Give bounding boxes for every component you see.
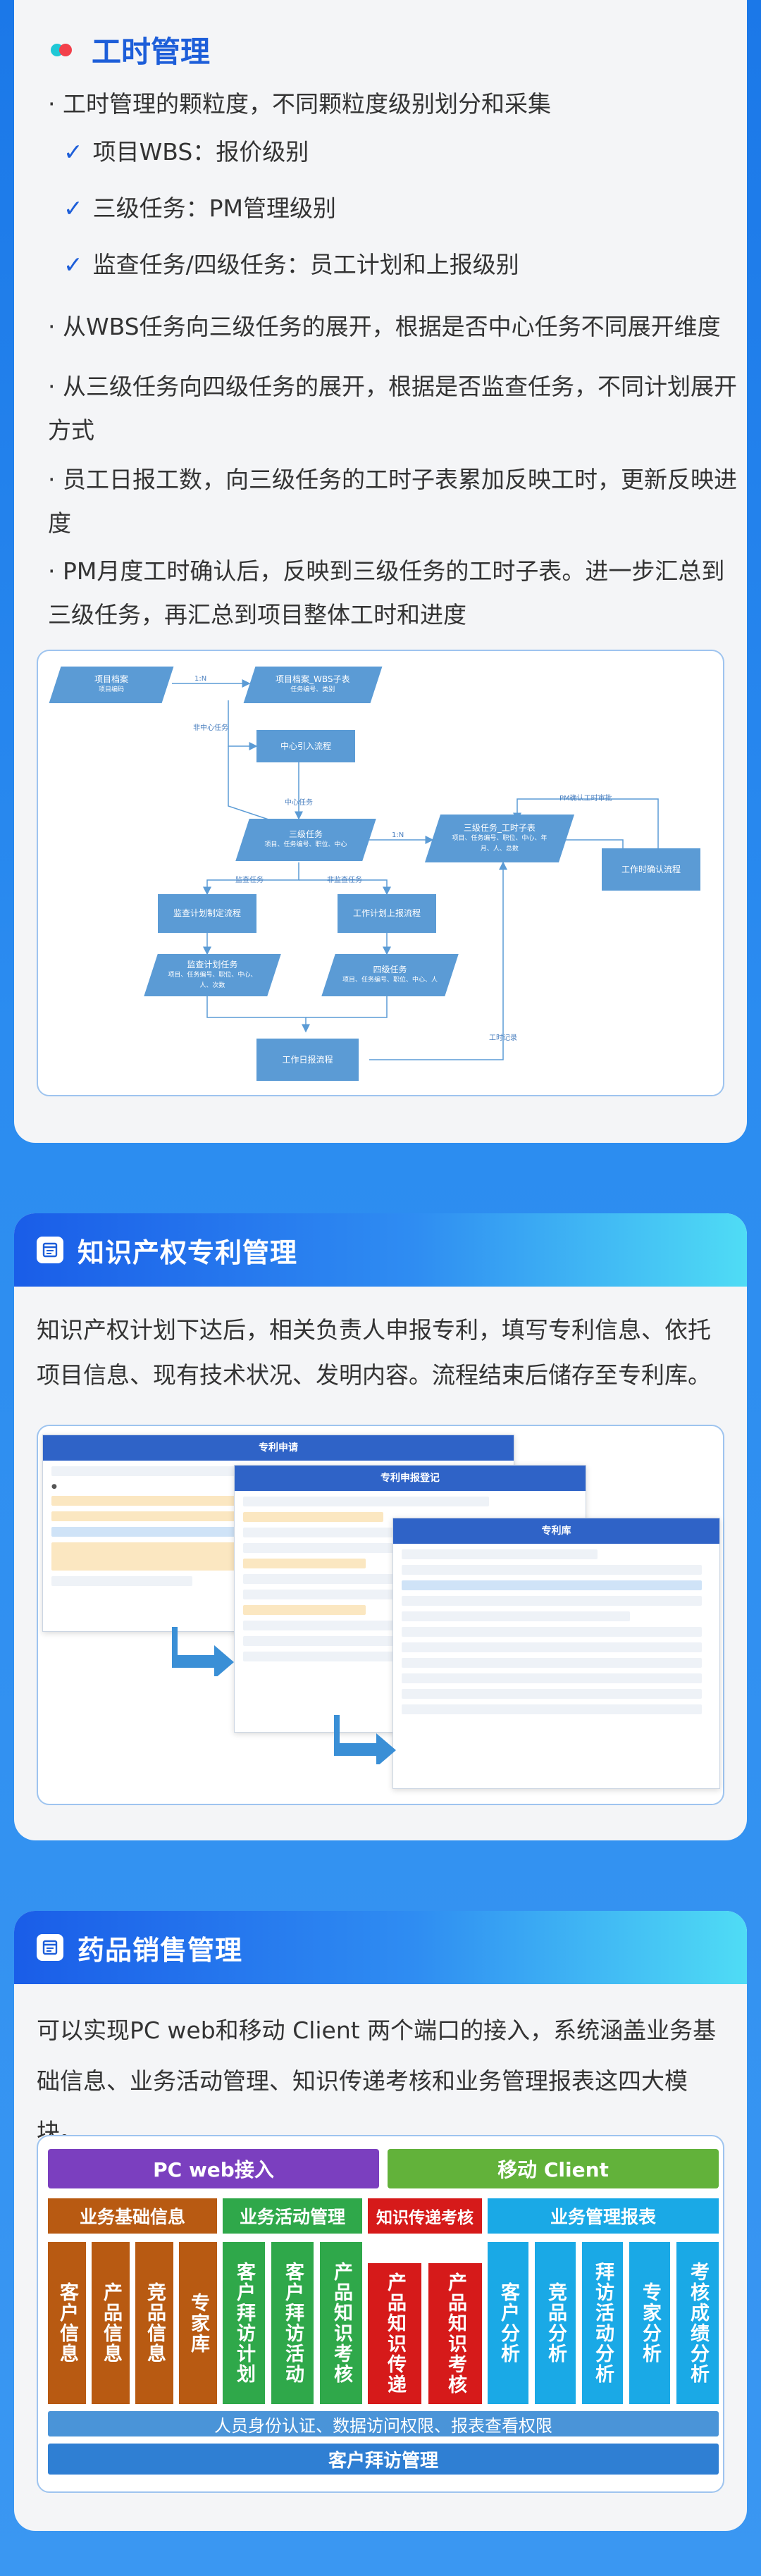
group-knowledge: 知识传递考核 <box>368 2198 482 2234</box>
check-item-3: ✓监查任务/四级任务：员工计划和上报级别 <box>63 247 519 283</box>
check-item-2: ✓三级任务：PM管理级别 <box>63 190 336 227</box>
paragraph-1: · 从WBS任务向三级任务的展开，根据是否中心任务不同展开维度 <box>48 313 721 340</box>
module-exam-analysis: 考核成绩分析 <box>676 2242 719 2404</box>
group-basic-info: 业务基础信息 <box>48 2198 217 2234</box>
module-knowledge-transfer: 产品知识传递 <box>368 2263 421 2404</box>
module-competitor-analysis: 竞品分析 <box>535 2242 576 2404</box>
group-reports: 业务管理报表 <box>488 2198 719 2234</box>
flow-level3-hours: 三级任务_工时子表项目、任务编号、职位、中心、年月、人、总数 <box>424 815 575 862</box>
check-icon: ✓ <box>63 251 83 278</box>
flow-inspect-plan: 监查计划制定流程 <box>158 894 256 933</box>
dots-icon <box>51 42 76 58</box>
check-icon: ✓ <box>63 138 83 166</box>
pc-web-bar: PC web接入 <box>48 2149 379 2188</box>
arrow-icon <box>172 1627 234 1676</box>
flow-level3: 三级任务项目、任务编号、职位、中心 <box>235 819 376 861</box>
flow-wbs: 项目档案_WBS子表任务编号、类别 <box>243 667 383 703</box>
document-icon <box>37 1237 63 1263</box>
section-header: 工时管理 <box>51 28 210 71</box>
module-diagram: PC web接入 移动 Client 业务基础信息 业务活动管理 知识传递考核 … <box>37 2135 724 2493</box>
paragraph-4: · PM月度工时确认后，反映到三级任务的工时子表。进一步汇总到三级任务，再汇总到… <box>48 557 725 628</box>
pharma-description: 可以实现PC web和移动 Client 两个端口的接入，系统涵盖业务基础信息、… <box>37 2017 717 2145</box>
paragraph-2: · 从三级任务向四级任务的展开，根据是否监查任务，不同计划展开方式 <box>48 373 737 444</box>
module-customer-info: 客户信息 <box>48 2242 86 2404</box>
pharma-header: 药品销售管理 <box>14 1911 747 1984</box>
module-competitor-info: 竞品信息 <box>135 2242 173 2404</box>
check-item-1: ✓项目WBS：报价级别 <box>63 134 309 171</box>
module-product-exam: 产品知识考核 <box>320 2242 362 2404</box>
visit-management-bar: 客户拜访管理 <box>48 2444 719 2475</box>
patent-card: 知识产权专利管理 知识产权计划下达后，相关负责人申报专利，填写专利信息、依托项目… <box>14 1213 747 1840</box>
flow-inspect-task: 监查计划任务项目、任务编号、职位、中心、人、次数 <box>144 954 281 996</box>
group-activity: 业务活动管理 <box>223 2198 362 2234</box>
worktime-card: 工时管理 · 工时管理的颗粒度，不同颗粒度级别划分和采集 ✓项目WBS：报价级别… <box>14 0 747 1143</box>
patent-forms-diagram: 专利申请 ● 专利申报登记 专利库 <box>37 1425 724 1805</box>
flow-diagram: 项目档案项目编码 1:N 项目档案_WBS子表任务编号、类别 非中心任务 中心引… <box>37 650 724 1096</box>
module-visit-plan: 客户拜访计划 <box>223 2242 265 2404</box>
flow-project-file: 项目档案项目编码 <box>49 667 174 703</box>
section-title: 工时管理 <box>92 35 211 69</box>
module-product-info: 产品信息 <box>92 2242 130 2404</box>
module-expert-analysis: 专家分析 <box>629 2242 670 2404</box>
patent-library-form: 专利库 <box>392 1518 720 1789</box>
flow-work-plan: 工作计划上报流程 <box>338 894 436 933</box>
pharma-card: 药品销售管理 可以实现PC web和移动 Client 两个端口的接入，系统涵盖… <box>14 1911 747 2531</box>
check-icon: ✓ <box>63 194 83 222</box>
patent-description: 知识产权计划下达后，相关负责人申报专利，填写专利信息、依托项目信息、现有技术状况… <box>37 1316 711 1389</box>
paragraph-3: · 员工日报工数，向三级任务的工时子表累加反映工时，更新反映进度 <box>48 466 737 537</box>
intro-text: · 工时管理的颗粒度，不同颗粒度级别划分和采集 <box>48 90 551 118</box>
module-expert-library: 专家库 <box>179 2242 217 2404</box>
flow-center-intro: 中心引入流程 <box>256 730 355 762</box>
module-knowledge-exam: 产品知识考核 <box>428 2263 482 2404</box>
flow-level4: 四级任务项目、任务编号、职位、中心、人 <box>321 954 459 996</box>
module-visit-activity: 客户拜访活动 <box>271 2242 314 2404</box>
auth-bar: 人员身份认证、数据访问权限、报表查看权限 <box>48 2411 719 2436</box>
patent-title: 知识产权专利管理 <box>78 1237 298 1268</box>
mobile-client-bar: 移动 Client <box>388 2149 719 2188</box>
flow-hours-confirm: 工作时确认流程 <box>602 848 700 891</box>
arrow-icon <box>334 1715 396 1764</box>
module-customer-analysis: 客户分析 <box>488 2242 528 2404</box>
flow-daily-report: 工作日报流程 <box>256 1039 359 1081</box>
module-visit-analysis: 拜访活动分析 <box>582 2242 623 2404</box>
pharma-title: 药品销售管理 <box>78 1934 243 1966</box>
document-icon <box>37 1934 63 1961</box>
patent-header: 知识产权专利管理 <box>14 1213 747 1287</box>
